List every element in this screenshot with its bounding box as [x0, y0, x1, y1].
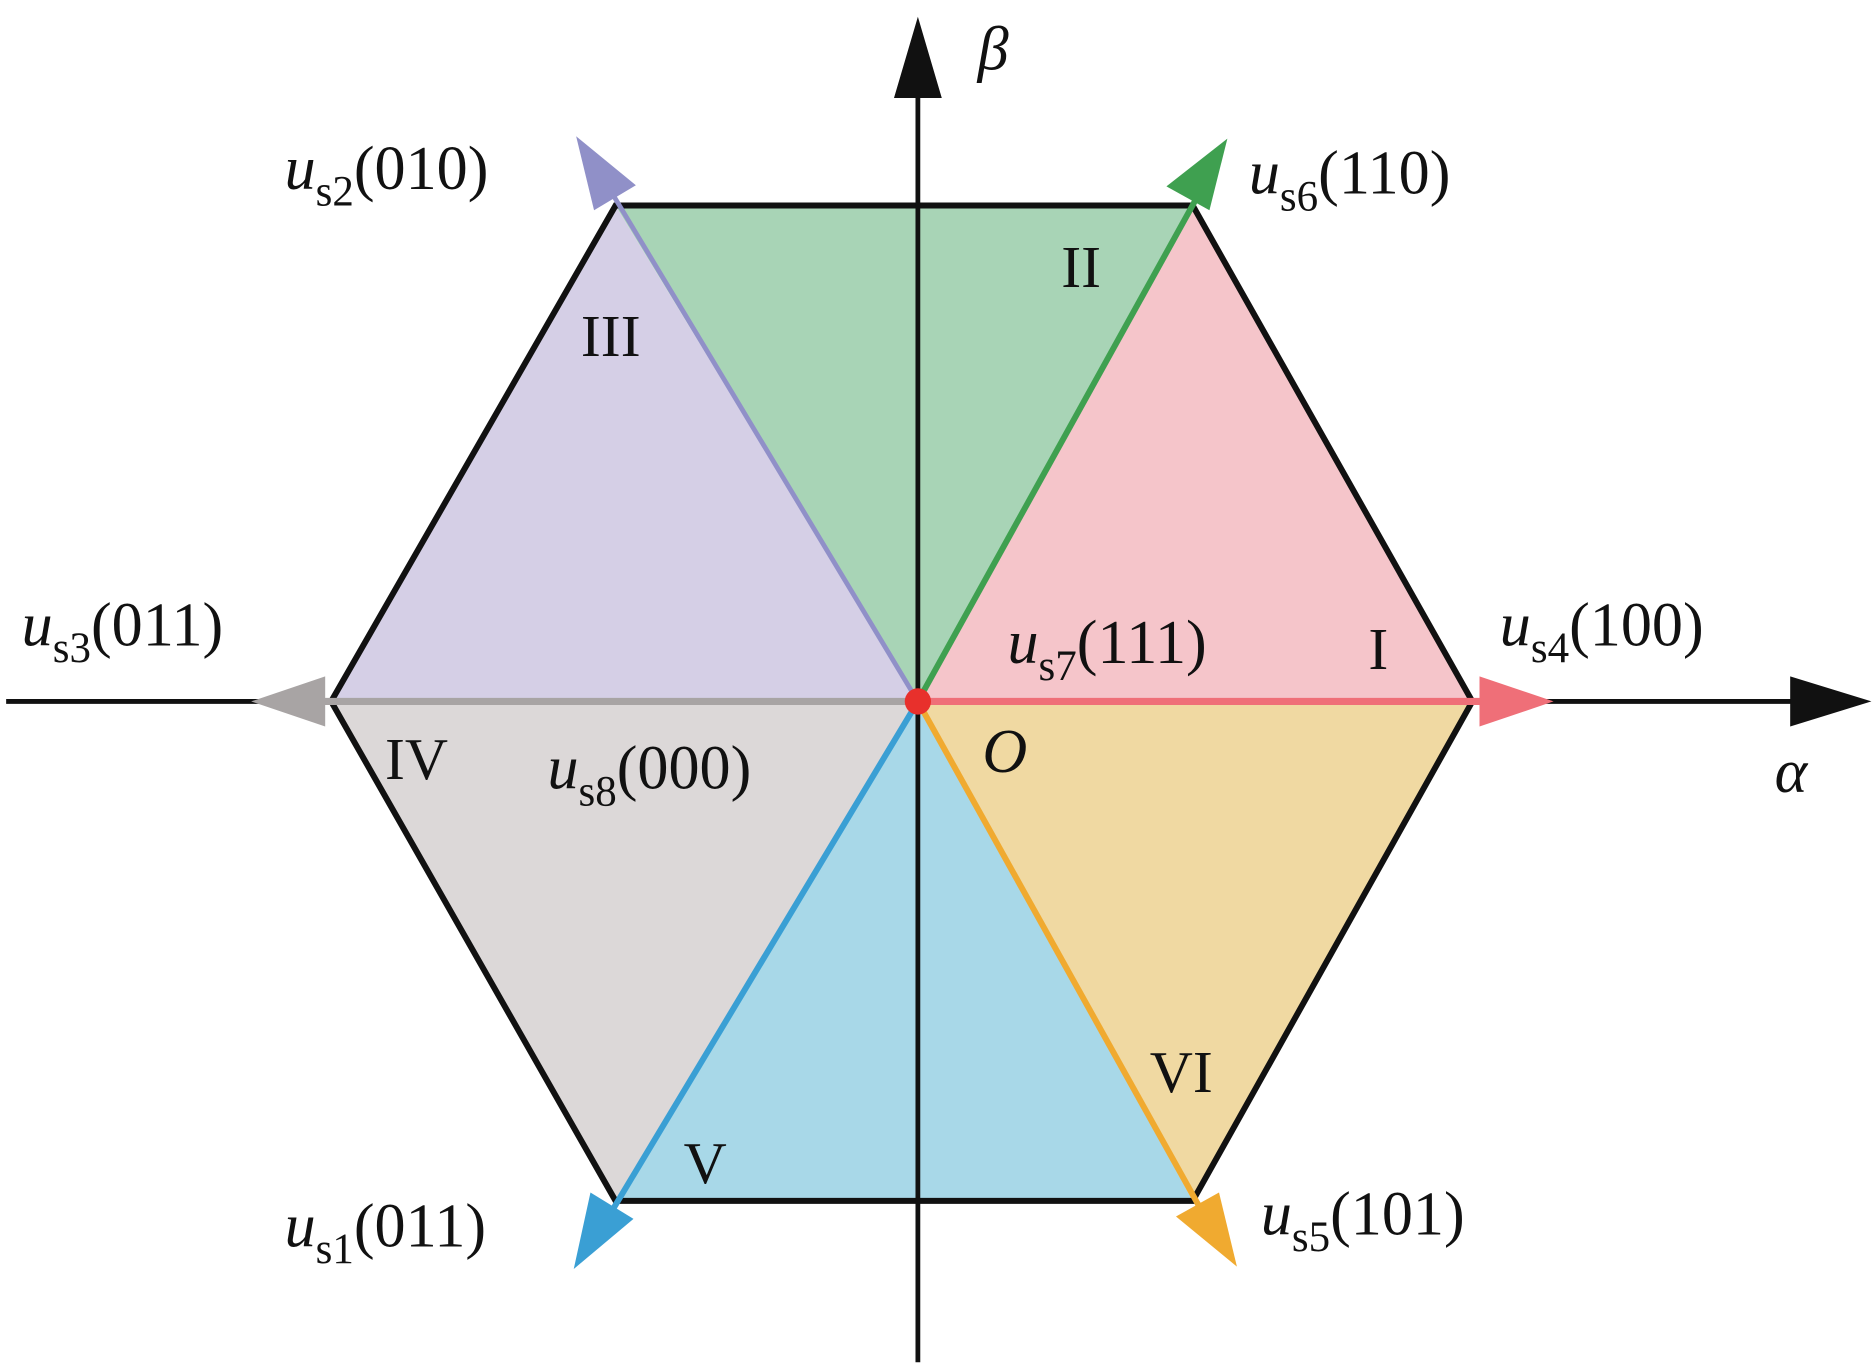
- sector-VI: [917, 701, 1473, 1201]
- vector-us3: [251, 676, 918, 727]
- beta-arrow-icon: [893, 16, 942, 98]
- sector-I: [917, 205, 1473, 702]
- label-us3: us3(011): [22, 591, 224, 672]
- sector-IV: [331, 701, 918, 1201]
- vector-us5: [915, 699, 1237, 1267]
- label-us6: us6(110): [1249, 140, 1451, 221]
- sector-II: [615, 205, 1193, 702]
- sector-III: [331, 205, 918, 702]
- vector-us6: [915, 138, 1228, 703]
- origin-label: O: [982, 718, 1027, 786]
- vector-us4: [917, 676, 1554, 727]
- sector-label-V: V: [684, 1130, 727, 1196]
- vector-us1: [573, 699, 921, 1270]
- sector-label-I: I: [1368, 616, 1388, 682]
- sector-label-II: II: [1061, 234, 1101, 300]
- label-us1: us1(011): [285, 1192, 487, 1273]
- sector-label-III: III: [581, 303, 641, 369]
- sector-label-IV: IV: [385, 726, 448, 792]
- beta-label: β: [977, 15, 1009, 83]
- label-us5: us5(101): [1261, 1180, 1465, 1261]
- sector-label-VI: VI: [1150, 1039, 1213, 1105]
- vector-us2: [576, 136, 920, 703]
- alpha-arrow-icon: [1790, 676, 1872, 727]
- origin-point: [904, 688, 932, 715]
- label-us2: us2(010): [285, 135, 489, 216]
- label-us4: us4(100): [1500, 591, 1704, 672]
- sector-V: [615, 701, 1193, 1201]
- label-us7: us7(111): [1008, 609, 1207, 690]
- label-us8: us8(000): [547, 735, 751, 816]
- alpha-label: α: [1775, 738, 1809, 806]
